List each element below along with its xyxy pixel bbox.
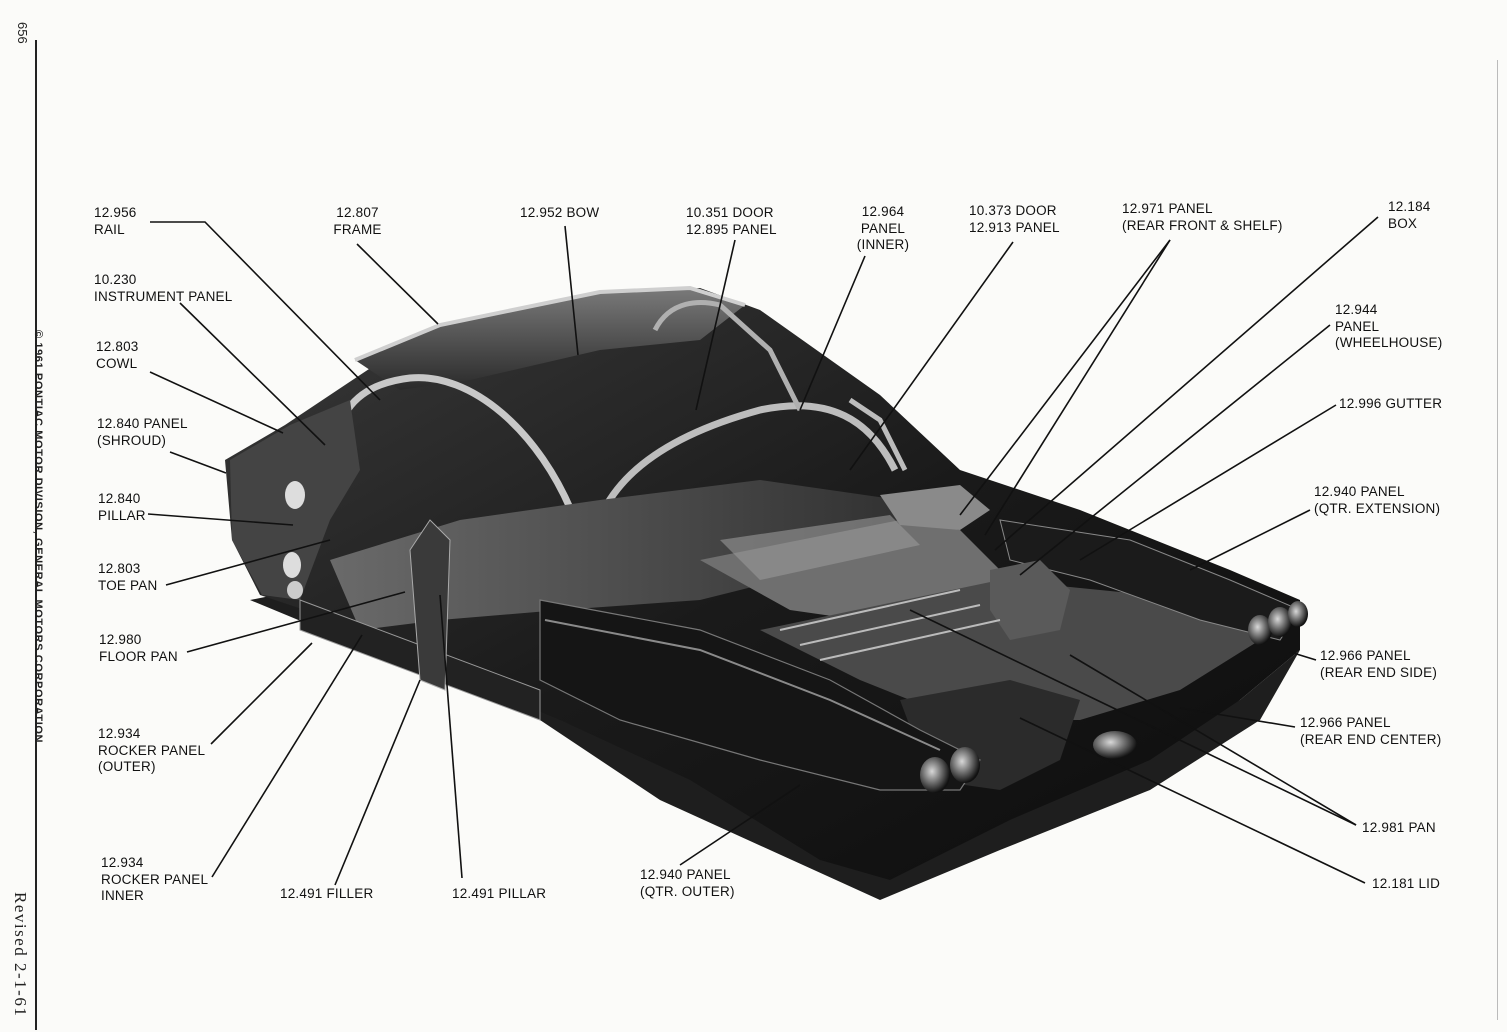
tail-tube-5 [1288,601,1308,627]
leader-pillar-center [439,594,463,879]
wheelhouse-shape [990,560,1070,640]
label-lid: 12.181 LID [1372,876,1441,891]
leader-qtr-ext [1189,509,1311,571]
leader-door-front [695,239,736,411]
leader-rear-end-center [1179,707,1296,728]
leader-lid [1019,717,1366,884]
leader-cowl [149,371,284,434]
leader-toe-pan [165,539,331,586]
body-shell [225,285,1308,900]
rear-seat-pan-detail [720,515,920,580]
roof-frame-rail [354,285,746,362]
leader-wheelhouse [1019,324,1331,576]
margin-rule [35,40,37,1030]
leader-filler [334,679,421,886]
leader-panel-inner [799,255,866,411]
label-qtr-extension: 12.940 PANEL(QTR. EXTENSION) [1314,484,1441,516]
undercarriage-shape [250,590,1300,900]
label-filler: 12.491 FILLER [280,886,374,901]
exhaust-opening [1093,731,1137,759]
leader-gutter [1079,404,1337,561]
leader-instrument [179,302,326,446]
leader-rocker-inner [211,634,363,878]
leader-lines [147,216,1379,886]
leader-rear-front-1 [984,239,1171,536]
cowl-hole-3 [287,581,303,599]
quarter-panel-crease [544,619,941,751]
tail-tube-1 [920,757,950,793]
cowl-hole-2 [283,552,301,578]
leader-bow [564,225,579,356]
label-pillar-center: 12.491 PILLAR [452,886,547,901]
floor-pan-shape [330,480,950,630]
label-panel-rear-front: 12.971 PANEL(REAR FRONT & SHELF) [1122,201,1283,233]
leader-shroud [169,451,227,474]
roof-panel-shape [355,288,745,390]
front-door-pillar [409,519,451,691]
label-pan: 12.981 PAN [1362,820,1436,835]
trunk-ribs [779,589,1001,661]
leader-box [994,216,1379,551]
leader-rocker-outer [210,642,313,745]
label-rear-end-side: 12.966 PANEL(REAR END SIDE) [1320,648,1438,680]
leader-pillar-front [147,513,294,526]
leader-door-rear [849,241,1014,471]
leader-rail [150,221,381,401]
leader-pan-2 [1069,654,1357,826]
leader-qtr-outer [679,784,801,866]
trunk-floor-shape [760,580,1260,720]
leader-pan-1 [909,609,1357,826]
label-bow: 12.952 BOW [520,205,600,220]
leader-floor-pan [186,591,406,653]
label-rear-end-center: 12.966 PANEL(REAR END CENTER) [1300,715,1442,747]
tail-tube-2 [950,747,980,783]
rear-roof-bow [848,397,908,472]
leader-frame [356,243,439,325]
quarter-panel-near [539,599,981,791]
right-margin-rule [1497,60,1498,1020]
leader-rear-end-side [1289,651,1317,661]
tail-tube-3 [1248,615,1272,645]
label-gutter: 12.996 GUTTER [1339,396,1443,411]
leader-rear-front-2 [959,239,1171,516]
cowl-hole-1 [285,481,305,509]
label-qtr-outer: 12.940 PANEL(QTR. OUTER) [640,867,735,899]
label-shroud: 12.840 PANEL(SHROUD) [97,416,188,448]
shelf-box-shape [880,485,990,530]
tail-tube-4 [1268,607,1292,637]
